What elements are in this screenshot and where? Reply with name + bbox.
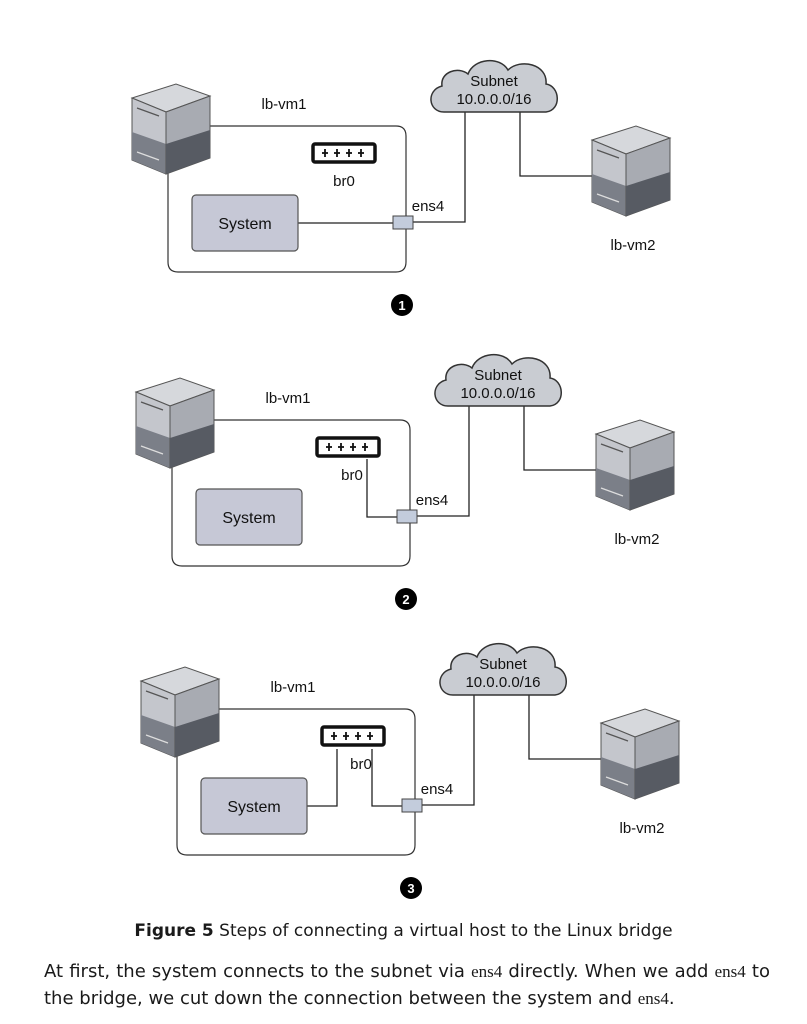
para-code-1: ens4 [471,962,503,981]
vm1-label: lb-vm1 [265,390,310,407]
bridge-switch-icon [315,436,381,458]
system-label: System [222,510,275,527]
system-box [195,488,303,546]
bridge-label: br0 [350,756,372,773]
vm2-label: lb-vm2 [610,237,655,254]
subnet-title: Subnet [470,73,518,90]
step-number: 2 [402,592,409,607]
subnet-link [421,695,475,806]
server-icon [135,377,215,469]
para-text-1: At first, the system connects to the sub… [44,961,472,982]
ens4-label: ens4 [416,492,449,509]
ens4-port [392,215,414,230]
vm2-link [519,110,595,177]
subnet-link [416,406,470,517]
subnet-cidr: 10.0.0.0/16 [460,385,535,402]
subnet-cidr: 10.0.0.0/16 [465,674,540,691]
system-box [191,194,299,252]
vm2-link [523,404,599,471]
vm1-boundary [171,419,411,567]
vm2-label: lb-vm2 [614,531,659,548]
bridge-diagram: Systembr0ens4lb-vm1Subnet10.0.0.0/16lb-v… [131,59,680,899]
subnet-title: Subnet [479,656,527,673]
step-number-badge [400,877,422,899]
bridge-switch-icon [311,142,377,164]
subnet-cidr: 10.0.0.0/16 [456,91,531,108]
vm1-label: lb-vm1 [261,96,306,113]
step-number-badge [395,588,417,610]
para-code-2: ens4 [714,962,746,981]
system-to-bridge-link [307,749,338,807]
server-icon [131,83,211,175]
vm2-label: lb-vm2 [619,820,664,837]
server-icon [600,708,680,800]
para-text-3: to the bridge, we cut down the connectio… [44,961,770,1009]
system-label: System [227,799,280,816]
bridge-switch-icon [320,725,386,747]
vm2-link [528,693,604,760]
subnet-title: Subnet [474,367,522,384]
para-text-2: directly. When we add [502,961,715,982]
step-number: 1 [398,298,405,313]
server-icon [591,125,671,217]
para-code-3: ens4 [637,989,669,1008]
figure-label: Figure 5 [134,921,214,941]
para-text-4: . [668,988,675,1009]
bridge-label: br0 [341,467,363,484]
ens4-label: ens4 [421,781,454,798]
vm1-label: lb-vm1 [270,679,315,696]
body-paragraph: At first, the system connects to the sub… [44,958,770,1012]
step-number-badge [391,294,413,316]
system-box [200,777,308,835]
step-number: 3 [407,881,414,896]
figure-caption: Figure 5 Steps of connecting a virtual h… [0,921,807,941]
system-label: System [218,216,271,233]
ens4-label: ens4 [412,198,445,215]
bridge-to-ens4-link [371,749,402,807]
server-icon [595,419,675,511]
bridge-to-ens4-link [366,459,397,518]
ens4-port [401,798,423,813]
vm1-boundary [167,125,407,273]
server-icon [140,666,220,758]
subnet-link [412,112,466,223]
bridge-label: br0 [333,173,355,190]
figure-caption-text: Steps of connecting a virtual host to th… [213,921,673,941]
ens4-port [396,509,418,524]
vm1-boundary [176,708,416,856]
